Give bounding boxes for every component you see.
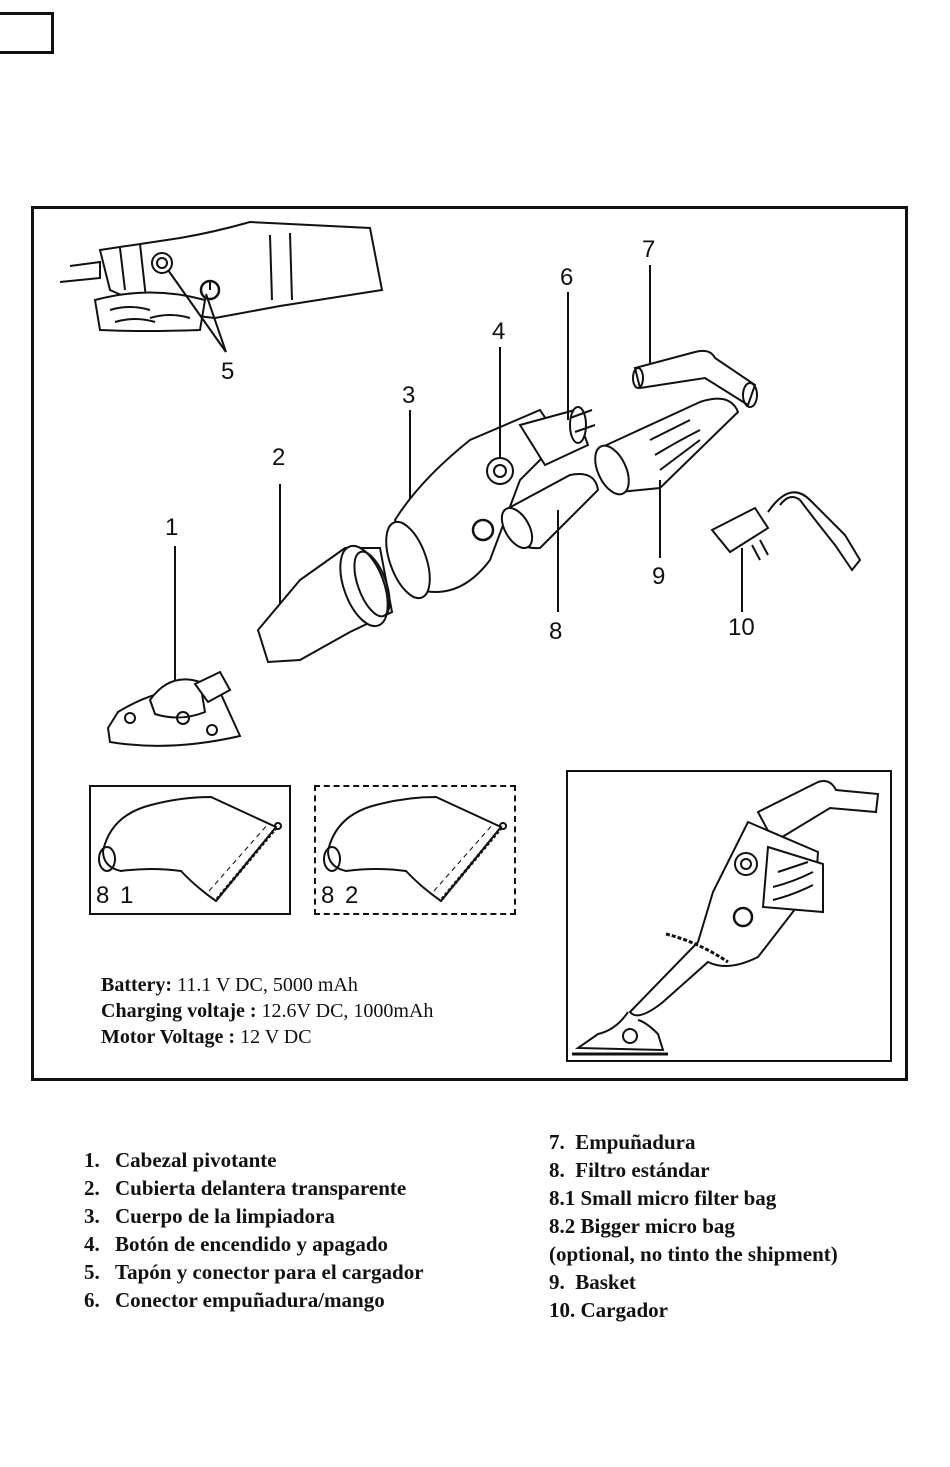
power-icon: [199, 279, 221, 301]
callout-5: 5: [221, 358, 235, 385]
big-filter-bag-drawing: [323, 795, 507, 903]
callout-2: 2: [272, 444, 286, 471]
parts-list-right: 7. Empuñadura 8. Filtro estándar 8.1 Sma…: [549, 1128, 838, 1324]
part-item-4: 4.Botón de encendido y apagado: [84, 1232, 389, 1256]
corner-page-marker: [0, 12, 54, 54]
big-filter-bag-panel: 8 2: [314, 785, 516, 915]
part-item-2: 2.Cubierta delantera transparente: [84, 1176, 407, 1200]
callout-6: 6: [560, 264, 574, 291]
exploded-parts-drawing: [59, 220, 862, 747]
leader-5: [167, 269, 227, 353]
callout-8: 8: [549, 618, 563, 645]
spec-battery: Battery: 11.1 V DC, 5000 mAh: [101, 974, 358, 996]
spec-motor: Motor Voltage : 12 V DC: [101, 1026, 312, 1048]
charger-icon: [710, 491, 862, 612]
callout-7: 7: [642, 236, 656, 263]
small-filter-bag-panel: 8 1: [89, 785, 291, 915]
part-item-10: 10. Cargador: [549, 1298, 668, 1322]
part-item-7: 7. Empuñadura: [549, 1130, 696, 1154]
small-filter-bag-drawing: [98, 795, 282, 903]
callout-3: 3: [402, 382, 416, 409]
callout-9: 9: [652, 563, 666, 590]
cleaner-body: [385, 347, 596, 600]
part-item-6: 6.Conector empuñadura/mango: [84, 1288, 385, 1312]
big-filter-bag-label: 8 2: [321, 882, 361, 909]
parts-list-left: 1.Cabezal pivotante 2.Cubierta delantera…: [84, 1146, 424, 1314]
callout-1: 1: [165, 514, 179, 541]
part-item-8-2: 8.2 Bigger micro bag: [549, 1214, 735, 1238]
callout-10: 10: [728, 614, 755, 641]
assembled-cleaner-drawing: [572, 780, 880, 1056]
charger-plug-detail: [59, 220, 384, 332]
spec-charging: Charging voltaje : 12.6V DC, 1000mAh: [101, 1000, 434, 1022]
standard-filter: [500, 473, 600, 612]
part-item-8-1: 8.1 Small micro filter bag: [549, 1186, 777, 1210]
assembled-cleaner-panel: [566, 770, 892, 1062]
front-cover: [256, 484, 394, 664]
part-item-5: 5.Tapón y conector para el cargador: [84, 1260, 424, 1284]
pivot-head: [106, 546, 242, 747]
part-item-9: 9. Basket: [549, 1270, 636, 1294]
part-item-8-2-note: (optional, no tinto the shipment): [549, 1242, 838, 1266]
part-item-1: 1.Cabezal pivotante: [84, 1148, 277, 1172]
part-item-3: 3.Cuerpo de la limpiadora: [84, 1204, 335, 1228]
exploded-diagram-frame: [31, 206, 908, 1081]
specifications: Battery: 11.1 V DC, 5000 mAh Charging vo…: [101, 972, 433, 1050]
small-filter-bag-label: 8 1: [96, 882, 136, 909]
callout-4: 4: [492, 318, 506, 345]
basket: [594, 397, 740, 558]
part-item-8: 8. Filtro estándar: [549, 1158, 710, 1182]
handle: [632, 265, 758, 408]
